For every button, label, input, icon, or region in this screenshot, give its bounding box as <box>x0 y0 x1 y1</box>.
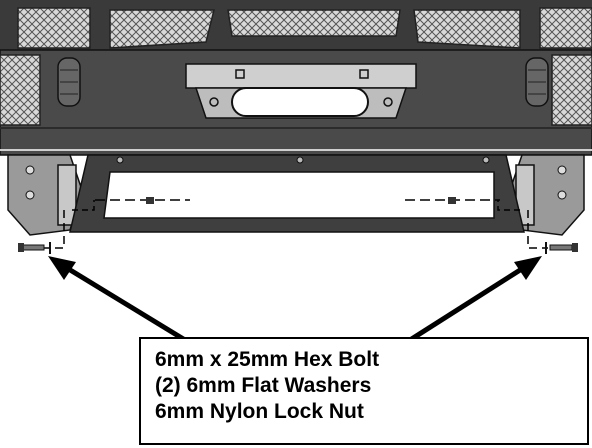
callout-line-nut: 6mm Nylon Lock Nut <box>155 400 364 423</box>
lock-nut-left <box>146 197 154 204</box>
bumper-mesh-top <box>0 0 592 60</box>
pointer-arrow-right <box>408 256 542 343</box>
callout-line-bolt: 6mm x 25mm Hex Bolt <box>155 348 380 371</box>
side-bracket-left <box>7 154 83 236</box>
fairlead-plate <box>185 63 417 119</box>
hex-bolt-left <box>18 242 51 254</box>
lock-nut-right <box>448 197 456 204</box>
rubber-stop-left <box>57 57 81 107</box>
callout-line-washers: (2) 6mm Flat Washers <box>155 374 372 397</box>
skid-plate <box>69 154 525 233</box>
hex-bolt-right <box>545 242 578 254</box>
pointer-arrow-left <box>48 256 187 343</box>
hardware-callout-box: 6mm x 25mm Hex Bolt (2) 6mm Flat Washers… <box>139 337 589 445</box>
rubber-stop-right <box>525 57 549 107</box>
